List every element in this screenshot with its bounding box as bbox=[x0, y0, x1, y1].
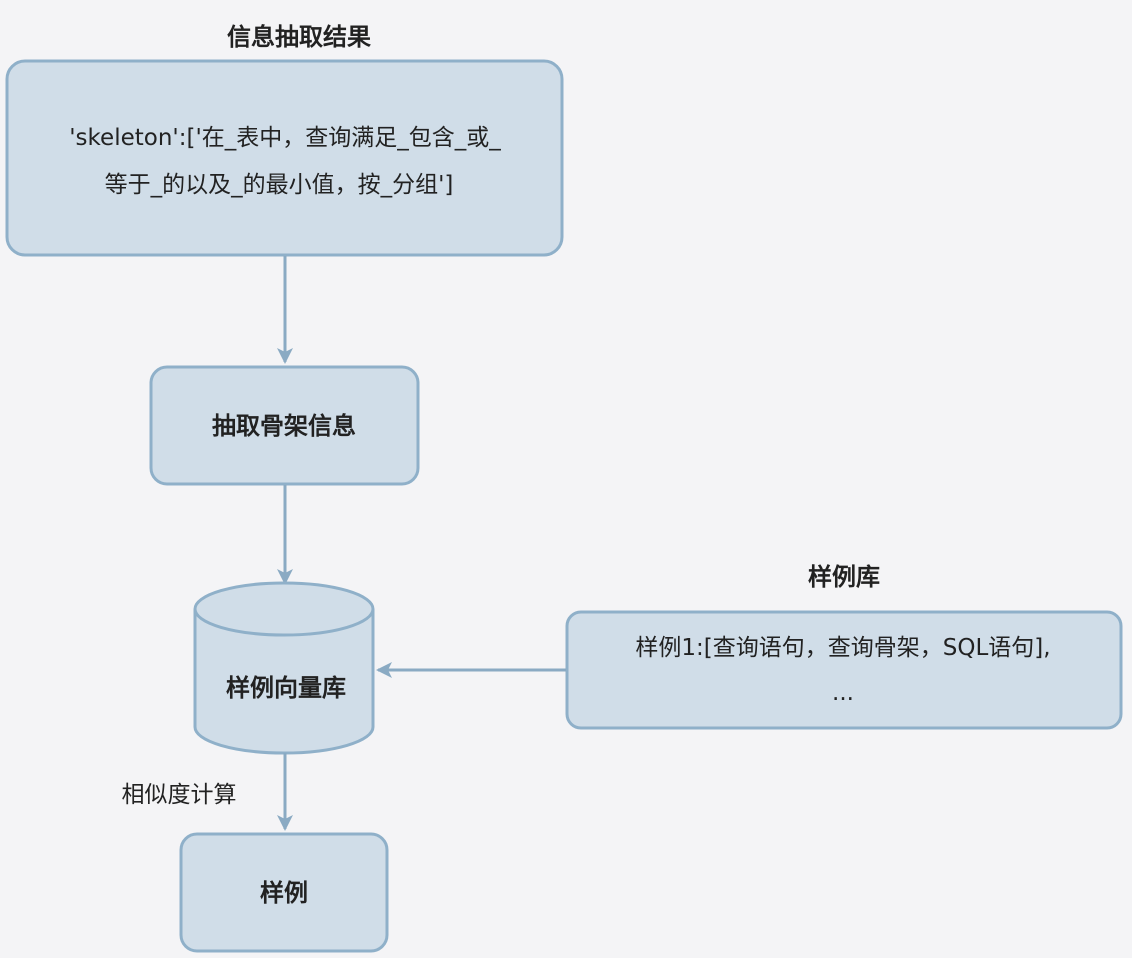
extraction-result-box bbox=[5, 59, 564, 257]
example-vector-db-cylinder bbox=[193, 581, 375, 755]
example-library-text-line2: ... bbox=[832, 680, 854, 706]
extract-skeleton-label: 抽取骨架信息 bbox=[212, 412, 356, 440]
extraction-result-text-line1: 'skeleton':['在_表中，查询满足_包含_或_ bbox=[69, 125, 501, 151]
example-output-box bbox=[179, 832, 389, 953]
example-vector-db-label: 样例向量库 bbox=[226, 674, 346, 702]
similarity-calculation-label: 相似度计算 bbox=[122, 782, 237, 808]
extraction-result-heading: 信息抽取结果 bbox=[227, 23, 371, 51]
example-library-heading: 样例库 bbox=[808, 563, 880, 591]
example-library-box bbox=[565, 610, 1123, 730]
extraction-result-text-line2: 等于_的以及_的最小值，按_分组'] bbox=[105, 172, 454, 198]
example-output-label: 样例 bbox=[260, 879, 308, 907]
example-library-text-line1: 样例1:[查询语句，查询骨架，SQL语句], bbox=[635, 635, 1050, 661]
extract-skeleton-box bbox=[149, 365, 420, 486]
